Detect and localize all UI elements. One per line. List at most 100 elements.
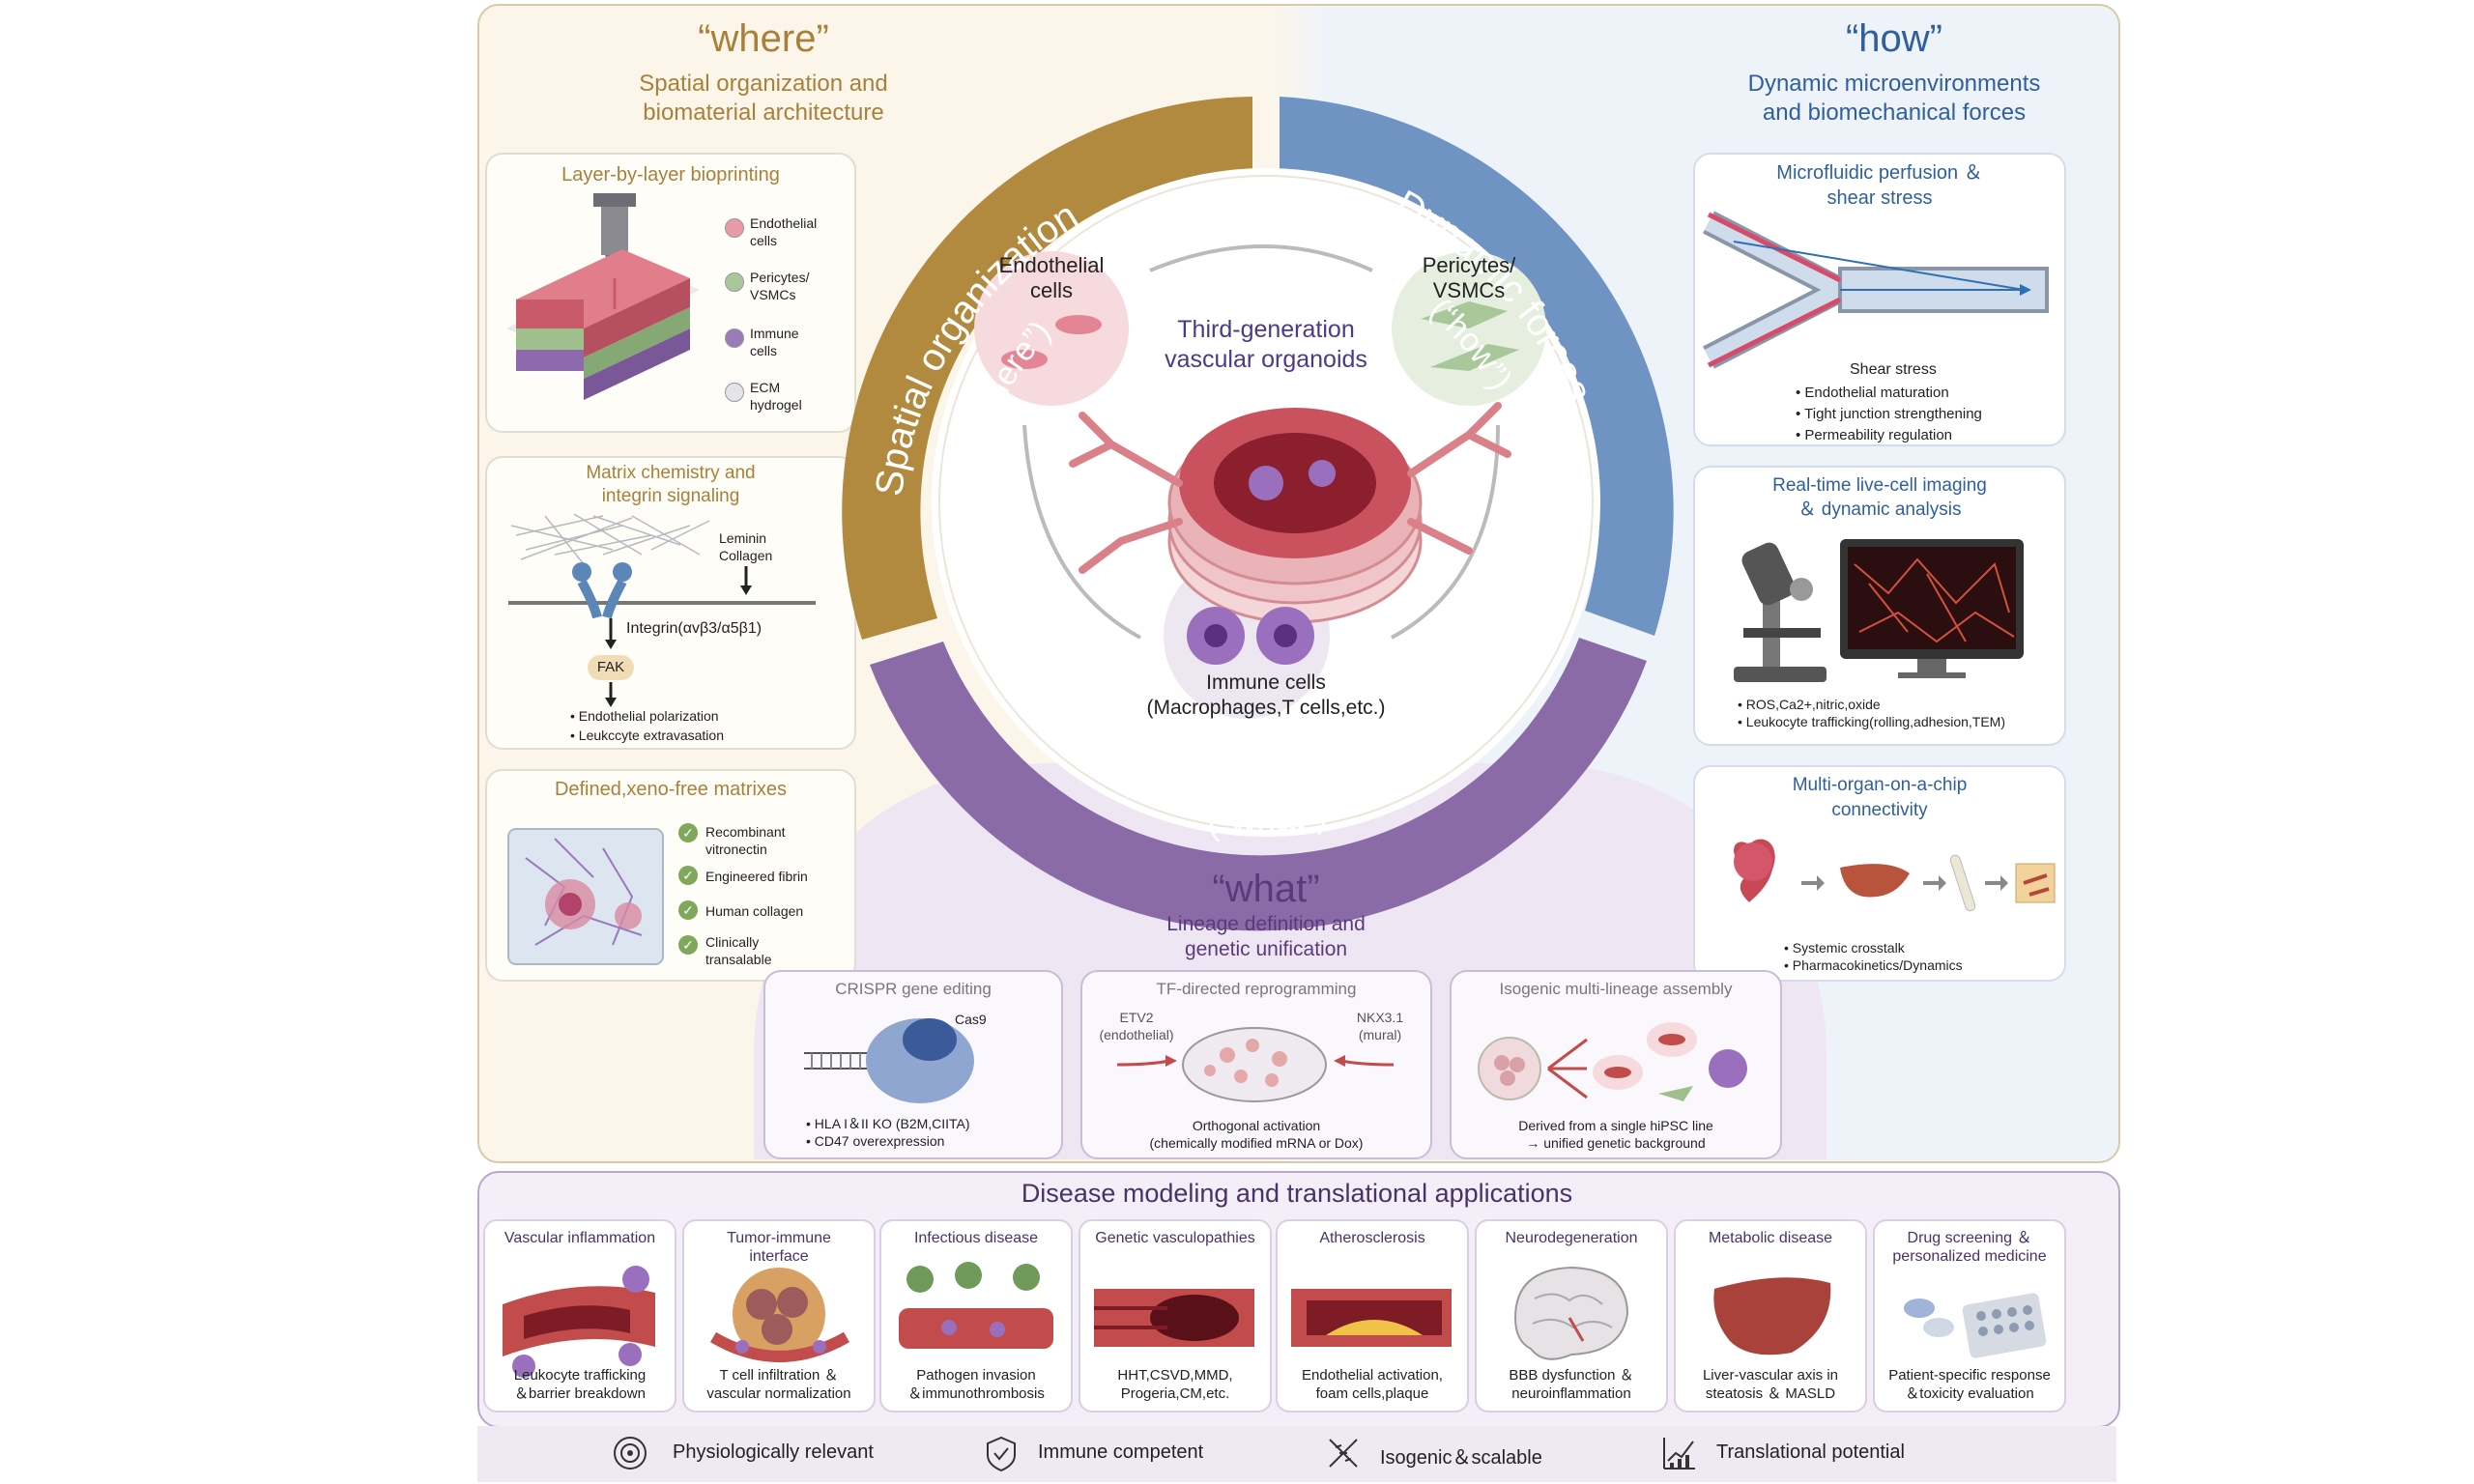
microfluidic-card: Microfluidic perfusion ＆shear stress She…	[1693, 153, 2066, 446]
features-bar	[477, 1426, 2116, 1482]
where-quote: “where”	[698, 17, 829, 60]
disease-card-title: Drug screening ＆personalized medicine	[1892, 1230, 2047, 1265]
check-icon: ✓	[678, 823, 698, 842]
disease-card-vascular-inflammation: Vascular inflammation Leukocyte traffick…	[483, 1219, 676, 1413]
disease-card-title: Vascular inflammation	[503, 1230, 656, 1246]
what-quote: “what”	[1212, 868, 1320, 910]
chart-icon	[1663, 1438, 1695, 1470]
bioprinting-title: Layer-by-layer bioprinting	[561, 164, 780, 186]
imaging-title: Real-time live-cell imaging＆ dynamic ana…	[1772, 475, 1987, 520]
feature-physiologically-relevant: Physiologically relevant	[673, 1441, 874, 1463]
tf-lines: Orthogonal activation(chemically modifie…	[1149, 1118, 1364, 1151]
disease-card-desc: T cell infiltration ＆vascular normalizat…	[706, 1367, 851, 1402]
shear-stress-label: Shear stress	[1850, 361, 1937, 378]
disease-title: Disease modeling and translational appli…	[1021, 1179, 1573, 1208]
leukocyte-extravasation: • Leukccyte extravasation	[570, 728, 724, 743]
multiorgan-bullets: • Systemic crosstalk• Pharmacokinetics/D…	[1784, 940, 1963, 973]
disease-card-title: Infectious disease	[913, 1230, 1039, 1246]
dna-icon	[1329, 1439, 1358, 1468]
microscope-monitor-illustration	[1734, 539, 2024, 682]
disease-card-desc: Endothelial activation,foam cells,plaque	[1302, 1367, 1443, 1402]
leminin-label: Leminin	[719, 530, 767, 546]
disease-card-drug-screening: Drug screening ＆personalized medicine Pa…	[1873, 1219, 2066, 1413]
brain-icon	[1513, 1266, 1629, 1360]
pathogen-illustration	[899, 1262, 1053, 1349]
feature-translational-potential: Translational potential	[1716, 1441, 1905, 1463]
tf-title: TF-directed reprogramming	[1156, 980, 1357, 998]
disease-card-desc: Leukocyte trafficking＆barrier breakdown	[513, 1367, 647, 1402]
drug-plate-illustration	[1904, 1293, 2047, 1358]
check-icon: ✓	[678, 935, 698, 955]
disease-card-genetic: Genetic vasculopathies HHT,CSVD,MMD,Prog…	[1079, 1219, 1272, 1413]
vasculopathy-illustration	[1094, 1289, 1254, 1347]
microfluidic-title: Microfluidic perfusion ＆shear stress	[1776, 162, 1983, 209]
legend-dot-immune	[725, 328, 744, 348]
xenofree-title: Defined,xeno-free matrixes	[554, 779, 788, 800]
disease-card-infectious: Infectious disease Pathogen invasion＆imm…	[879, 1219, 1073, 1413]
feature-isogenic-scalable: Isogenic＆scalable	[1380, 1447, 1542, 1469]
xenofree-card: Defined,xeno-free matrixes ✓ Recombinant…	[485, 769, 856, 982]
disease-card-desc: Pathogen invasion＆immunothrombosis	[907, 1367, 1045, 1402]
crispr-bullets: • HLA I＆II KO (B2M,CIITA)• CD47 overexpr…	[806, 1116, 970, 1149]
legend-dot-pericytes	[725, 272, 744, 292]
disease-card-title: Atherosclerosis	[1319, 1230, 1425, 1246]
crispr-title: CRISPR gene editing	[835, 980, 992, 998]
check-icon: ✓	[678, 900, 698, 920]
bioprinting-illustration	[506, 193, 700, 400]
microfluidic-bullets: • Endothelial maturation• Tight junction…	[1796, 385, 1982, 443]
endothelial-polarization: • Endothelial polarization	[570, 708, 719, 724]
disease-card-desc: HHT,CSVD,MMD,Progeria,CM,etc.	[1117, 1367, 1233, 1402]
vessel-inflammation-illustration	[503, 1266, 655, 1378]
legend-pericytes: Pericytes/VSMCs	[750, 270, 810, 302]
disease-card-metabolic: Metabolic disease Liver-vascular axis in…	[1674, 1219, 1867, 1413]
crispr-card: CRISPR gene editing Cas9 • HLA I＆II KO (…	[763, 970, 1063, 1159]
nkx-label: NKX3.1(mural)	[1356, 1010, 1404, 1042]
fak-badge: FAK	[588, 655, 634, 680]
cas9-label: Cas9	[955, 1012, 987, 1027]
integrin-label: Integrin(αvβ3/α5β1)	[626, 620, 762, 637]
plaque-illustration	[1291, 1289, 1452, 1347]
disease-card-title: Metabolic disease	[1708, 1230, 1833, 1246]
hydrogel-cube	[507, 828, 664, 965]
disease-card-desc: Patient-specific response＆toxicity evalu…	[1888, 1367, 2051, 1402]
disease-card-neurodegeneration: Neurodegeneration BBB dysfunction ＆neuro…	[1475, 1219, 1668, 1413]
channel-illustration	[1703, 211, 2049, 369]
center-immune: Immune cells(Macrophages,T cells,etc.)	[1146, 671, 1386, 719]
liver-icon	[1713, 1277, 1831, 1356]
collagen-label: Collagen	[719, 548, 773, 563]
tumor-illustration	[709, 1268, 849, 1362]
etv2-label: ETV2(endothelial)	[1099, 1010, 1174, 1042]
disease-card-title: Neurodegeneration	[1505, 1230, 1638, 1246]
imaging-bullets: • ROS,Ca2+,nitric,oxide• Leukocyte traff…	[1738, 697, 2005, 729]
how-quote: “how”	[1845, 17, 1943, 60]
xenofree-item-3: Human collagen	[705, 903, 804, 919]
center-pericytes: Pericytes/VSMCs	[1422, 253, 1516, 302]
lineage-illustration	[1478, 1022, 1747, 1101]
isogenic-lines: Derived from a single hiPSC line→ unifie…	[1518, 1118, 1713, 1151]
disease-card-desc: BBB dysfunction ＆neuroinflammation	[1509, 1367, 1634, 1402]
petri-dish-illustration	[1116, 1027, 1395, 1102]
isogenic-card: Isogenic multi-lineage assembly Derived …	[1450, 970, 1782, 1159]
check-icon: ✓	[678, 866, 698, 885]
organ-chain-illustration	[1734, 839, 2056, 912]
target-icon	[614, 1437, 647, 1470]
shield-icon	[987, 1436, 1016, 1472]
disease-card-atherosclerosis: Atherosclerosis Endothelial activation,f…	[1276, 1219, 1469, 1413]
